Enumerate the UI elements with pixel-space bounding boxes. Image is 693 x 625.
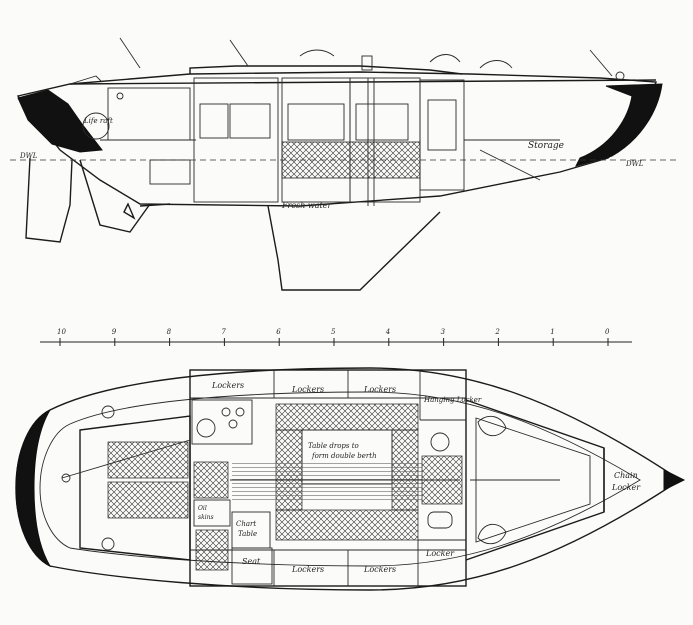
cabin-outline	[189, 369, 467, 587]
bow-black	[575, 83, 663, 167]
top-lockers	[190, 370, 466, 421]
chart-table-line2: Table	[238, 530, 257, 538]
fresh-water-label: Fresh water	[281, 201, 332, 210]
stove-burner-icon	[221, 407, 231, 417]
hull-profile-outline	[16, 71, 657, 207]
lockers-top-2-label: Lockers	[291, 385, 324, 394]
companionway-step	[193, 461, 229, 499]
chart-table-line1: Chart	[236, 520, 256, 528]
lockers-bot-2-label: Lockers	[363, 565, 396, 574]
scale-tick-label: 6	[276, 328, 281, 336]
seat-label: Seat	[242, 557, 261, 566]
cockpit-seat-stbd	[107, 481, 189, 519]
stove-burner-icon	[228, 419, 238, 429]
lockers-top-3-label: Lockers	[363, 385, 396, 394]
deck-line	[69, 79, 657, 85]
propeller	[123, 202, 171, 220]
oilskins-locker	[193, 499, 231, 527]
nav-seat-hatch	[195, 529, 229, 571]
hanging-locker-label: Hanging Locker	[423, 396, 482, 404]
pillow-port	[477, 415, 507, 437]
stove-burner-icon	[235, 407, 245, 417]
scale-tick-label: 9	[112, 328, 117, 336]
dwl-aft-label: DWL	[19, 152, 38, 160]
scale-tick-label: 0	[605, 328, 610, 336]
settee-stbd	[275, 509, 419, 541]
bottom-lockers	[190, 539, 466, 586]
cabin-trunk	[189, 65, 463, 75]
transom-black	[17, 89, 103, 153]
settee-port	[275, 403, 419, 431]
scale-tick-label: 8	[167, 328, 172, 336]
scale-tick-label: 4	[385, 328, 390, 336]
chain-locker-line2: Locker	[611, 483, 641, 492]
deck-hardware	[69, 37, 625, 100]
nav-seat	[231, 547, 273, 585]
keel	[267, 205, 441, 291]
engine	[149, 159, 191, 185]
interior-bulkheads	[100, 77, 560, 206]
liferaft-label: Life raft	[83, 117, 113, 125]
scale-tick-label: 2	[494, 328, 500, 336]
washbasin-icon	[427, 511, 453, 529]
scale-tick-label: 10	[57, 328, 66, 336]
table-note-line1: Table drops to	[308, 442, 359, 450]
tiller	[61, 439, 191, 479]
transom-plan-black	[15, 408, 52, 568]
toilet-icon	[430, 432, 450, 452]
oilskins-line2: skins	[198, 514, 214, 521]
scale-tick-label: 1	[550, 328, 554, 336]
table-note-line2: form double berth	[311, 452, 377, 460]
chain-locker-line1: Chain	[614, 471, 638, 480]
rudder	[25, 157, 73, 243]
plan-view: Lockers Lockers Lockers Hanging Locker T…	[15, 367, 686, 591]
liferaft-icon	[82, 112, 110, 140]
heads-grating	[421, 455, 463, 505]
lockers-bot-1-label: Lockers	[291, 565, 324, 574]
winch-stbd-icon	[101, 537, 115, 551]
scale-tick-label: 7	[221, 328, 226, 336]
scale-tick-label: 5	[331, 328, 336, 336]
v-berth-cushion	[475, 417, 591, 543]
scale-tick-label: 3	[441, 328, 446, 336]
profile-view: Life raft Storage DWL DWL Fresh water	[10, 37, 680, 291]
dwl-fwd-label: DWL	[625, 160, 644, 168]
rudder-stock	[61, 473, 71, 483]
lockers-top-1-label: Lockers	[211, 381, 244, 390]
deck-inner-line	[39, 391, 641, 567]
bow-plan-black	[663, 469, 686, 491]
pillow-stbd	[477, 523, 507, 545]
cockpit-seat-port	[107, 441, 189, 479]
winch-port-icon	[101, 405, 115, 419]
storage-label: Storage	[528, 141, 564, 151]
sink-icon	[196, 418, 216, 438]
oilskins-line1: Oil	[198, 505, 207, 512]
galley	[191, 399, 253, 445]
locker-bot-3-label: Locker	[425, 549, 455, 558]
skeg	[79, 159, 151, 233]
